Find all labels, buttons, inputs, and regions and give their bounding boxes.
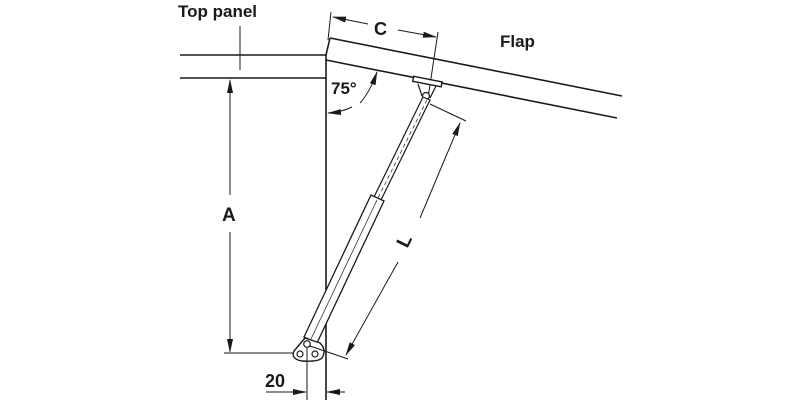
dim-a-label: A	[222, 205, 236, 226]
angle-label: 75°	[331, 79, 357, 98]
dimension-20	[266, 348, 345, 400]
dimension-c	[327, 11, 439, 99]
dimension-a	[224, 79, 306, 354]
offset-label: 20	[265, 371, 285, 391]
flap-mounting-bracket	[411, 75, 443, 88]
gas-strut	[292, 75, 443, 362]
flap	[325, 37, 623, 119]
dimension-l	[309, 103, 467, 360]
top-panel	[180, 26, 326, 79]
flap-label: Flap	[500, 32, 535, 51]
piston-rod	[373, 96, 431, 201]
dim-l-label: L	[393, 231, 417, 251]
top-panel-label: Top panel	[178, 2, 257, 21]
dim-c-label: C	[374, 19, 387, 39]
angle-indicator	[327, 71, 378, 116]
